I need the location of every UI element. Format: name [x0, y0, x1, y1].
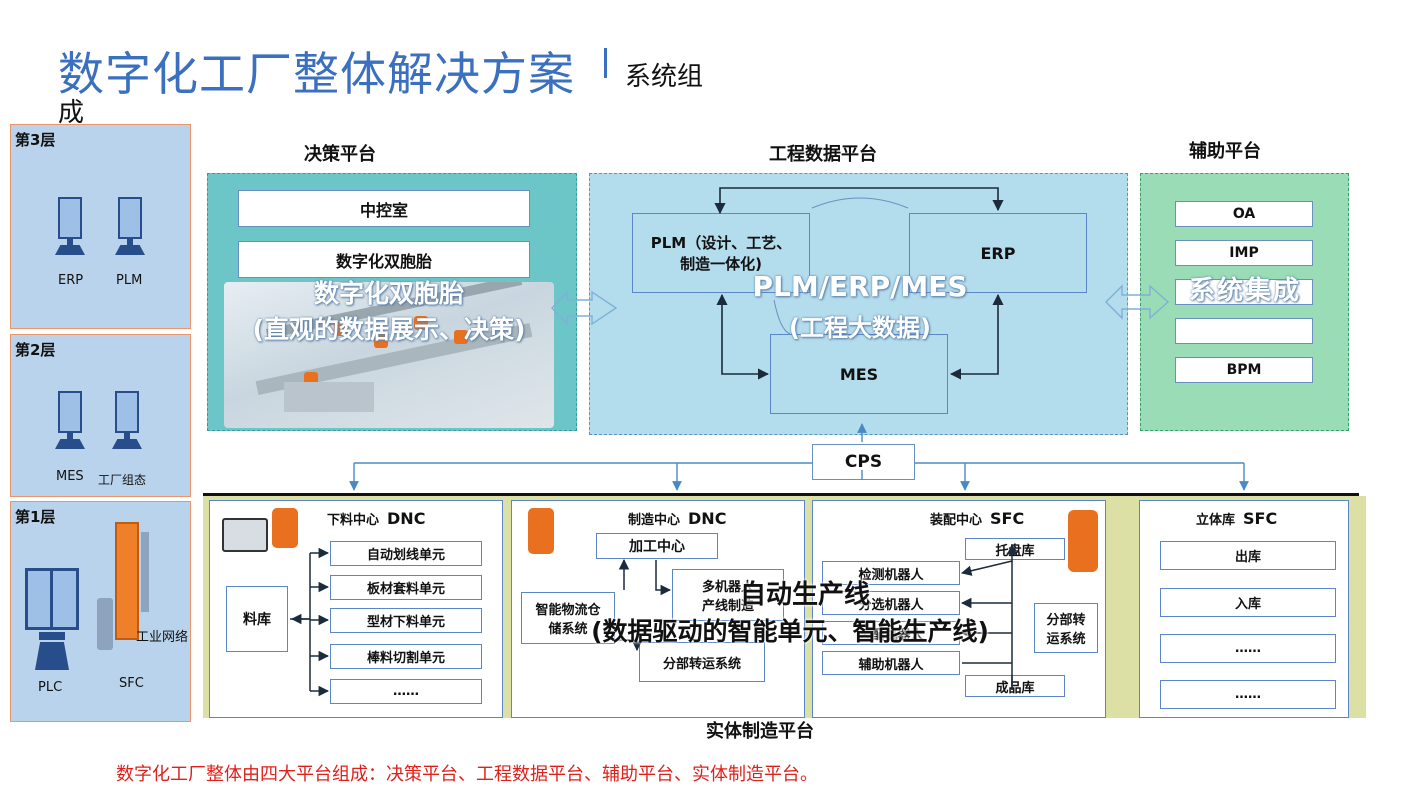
- auxiliary-platform-header: 辅助平台: [1189, 141, 1261, 162]
- plc-cabinet-icon: [25, 568, 79, 630]
- machining-center-box: 加工中心: [596, 533, 718, 559]
- computer-icon: [115, 197, 145, 255]
- layer-1-title: 第1层: [15, 508, 56, 526]
- layer-1-item-network: 工业网络: [136, 630, 189, 645]
- robot-arm-icon: [528, 508, 554, 554]
- making-flow-arrows: [616, 558, 744, 652]
- multi-robot-line1: 多机器人: [701, 580, 754, 595]
- assembly-transfer-box: 分部转 运系统: [1034, 603, 1098, 653]
- engineering-overlay-line2: (工程大数据): [789, 314, 931, 342]
- manufacturing-overlay-line1: 自动生产线: [739, 580, 870, 610]
- aux-box-imp: IMP: [1175, 240, 1313, 266]
- decision-platform-header: 决策平台: [304, 144, 376, 165]
- multi-robot-box: 多机器人 产线制造: [672, 569, 784, 621]
- layer-1-item-sfc: SFC: [119, 676, 144, 691]
- decision-overlay-line2: (直观的数据展示、决策): [252, 315, 526, 344]
- assembly-robot-1: 检测机器人: [822, 561, 960, 585]
- manufacturing-top-rule: [203, 493, 1359, 496]
- storage-box-in: 入库: [1160, 588, 1336, 617]
- layer-2-item-factory-config: 工厂组态: [98, 473, 147, 487]
- cutting-unit-3: 型材下料单元: [330, 608, 482, 633]
- manufacturing-overlay-line2: (数据驱动的智能单元、智能生产线): [591, 617, 989, 646]
- cutting-flow-arrows: [290, 547, 330, 697]
- aux-box-oa: OA: [1175, 201, 1313, 227]
- decision-overlay-line1: 数字化双胞胎: [313, 279, 464, 308]
- smart-logistics-line1: 智能物流仓: [535, 603, 601, 618]
- assembly-robot-2: 分选机器人: [822, 591, 960, 615]
- engineering-overlay-line1: PLM/ERP/MES: [752, 270, 968, 303]
- smart-logistics-line2: 储系统: [548, 622, 588, 637]
- control-room-box: 中控室: [238, 190, 530, 227]
- engineering-platform-panel: [589, 173, 1128, 435]
- summary-caption: 数字化工厂整体由四大平台组成：决策平台、工程数据平台、辅助平台、实体制造平台。: [116, 764, 818, 785]
- page-subtitle-wrap: 成: [58, 98, 85, 128]
- layer-2-item-mes: MES: [56, 469, 84, 484]
- plm-line2: 制造一体化): [680, 255, 762, 273]
- robot-arm-icon: [272, 508, 298, 548]
- smart-logistics-box: 智能物流仓 储系统: [521, 592, 615, 644]
- cps-box: CPS: [812, 444, 915, 480]
- cutting-unit-1: 自动划线单元: [330, 541, 482, 566]
- robot-arm-icon: [1068, 510, 1098, 572]
- mes-box: MES: [770, 334, 948, 414]
- sfc-robot-icon: [97, 598, 113, 650]
- storage-box-3: ……: [1160, 634, 1336, 663]
- finished-store-box: 成品库: [965, 675, 1065, 697]
- network-pole-icon: [141, 532, 149, 612]
- layer-3-item-erp: ERP: [58, 273, 84, 288]
- digital-twin-box: 数字化双胞胎: [238, 241, 530, 278]
- layer-3-panel: 第3层 ERP PLM: [10, 124, 191, 329]
- cutting-unit-5: ……: [330, 679, 482, 704]
- layer-3-title: 第3层: [15, 131, 56, 149]
- assembly-robot-3: 装配机器人: [822, 621, 960, 645]
- cutting-unit-2: 板材套料单元: [330, 575, 482, 600]
- aux-box-4: [1175, 318, 1313, 344]
- title-divider: [604, 48, 607, 78]
- digital-twin-image: [224, 282, 554, 428]
- layer-1-panel: 第1层 PLC SFC 工业网络: [10, 501, 191, 722]
- cutting-unit-4: 棒料切割单元: [330, 644, 482, 669]
- auxiliary-overlay-line1: 系统集成: [1188, 276, 1301, 306]
- aux-box-bpm: BPM: [1175, 357, 1313, 383]
- cps-distribution-lines: [349, 423, 1249, 491]
- page-title: 数字化工厂整体解决方案: [58, 47, 575, 101]
- bidirectional-arrow: [551, 284, 1170, 326]
- assembly-transfer-line2: 运系统: [1046, 632, 1086, 647]
- storage-box-out: 出库: [1160, 541, 1336, 570]
- aux-box-3: [1175, 279, 1313, 305]
- layer-2-panel: 第2层 MES 工厂组态: [10, 334, 191, 497]
- material-store-box: 料库: [226, 586, 288, 652]
- engineering-flow-arrows: [714, 187, 1004, 380]
- multi-robot-line2: 产线制造: [701, 599, 754, 614]
- plc-base-icon: [35, 642, 69, 670]
- storage-box-4: ……: [1160, 680, 1336, 709]
- layer-1-item-plc: PLC: [38, 680, 63, 695]
- plc-stand-icon: [39, 632, 65, 640]
- assembly-transfer-line1: 分部转: [1046, 613, 1086, 628]
- computer-icon: [112, 391, 142, 449]
- plm-line1: PLM（设计、工艺、: [650, 234, 792, 252]
- layer-3-item-plm: PLM: [116, 273, 143, 288]
- layer-2-title: 第2层: [15, 341, 56, 359]
- manufacturing-platform-footer: 实体制造平台: [706, 721, 814, 742]
- page-subtitle: 系统组: [625, 62, 704, 92]
- making-transfer-box: 分部转运系统: [639, 642, 765, 682]
- assembly-robot-4: 辅助机器人: [822, 651, 960, 675]
- computer-icon: [55, 391, 85, 449]
- computer-icon: [55, 197, 85, 255]
- sfc-cabinet-icon: [115, 522, 139, 640]
- assembly-flow-arrows: [960, 543, 1018, 690]
- engineering-platform-header: 工程数据平台: [769, 144, 877, 165]
- cnc-machine-icon: [222, 518, 268, 552]
